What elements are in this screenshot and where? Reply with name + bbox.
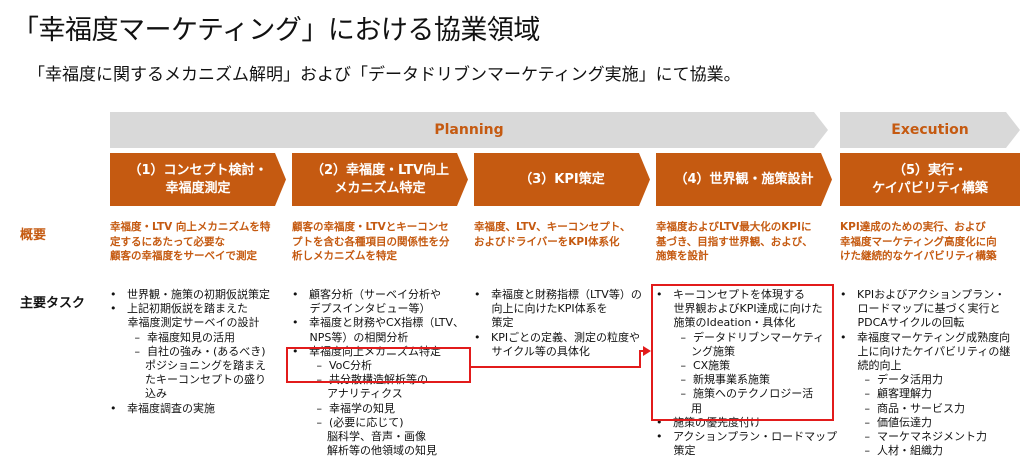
task-item: • 幸福度と財務やCX指標（LTV、 xyxy=(292,316,465,330)
task-item: サイクル等の具体化 xyxy=(474,344,590,358)
overview-text-2: 顧客の幸福度・LTVとキーコンセ プトを含む各種項目の関係性を分 析しメカニズム… xyxy=(292,221,450,262)
task-item: 解析等の他領域の知見 xyxy=(292,444,437,458)
overview-row-label: 概要 xyxy=(20,228,47,243)
task-item: – (必要に応じて) xyxy=(292,415,404,429)
overview-text-3: 幸福度、LTV、キーコンセプト、 およびドライバーをKPI体系化 xyxy=(474,221,631,248)
task-item: 策定 xyxy=(474,316,514,330)
task-item: 脳科学、音声・画像 xyxy=(292,430,426,444)
task-item: 幸福度測定サーベイの設計 xyxy=(110,316,260,330)
page-title: 「幸福度マーケティング」における協業領域 xyxy=(12,15,540,46)
task-list-3: • 幸福度と財務指標（LTV等）の 向上に向けたKPI体系を 策定• KPIごと… xyxy=(474,288,654,359)
task-item: • 幸福度と財務指標（LTV等）の xyxy=(474,288,642,301)
task-item: 上に向けたケイパビリティの継 xyxy=(840,344,1011,358)
task-list-5: • KPIおよびアクションプラン・ ロードマップに基づく実行と PDCAサイクル… xyxy=(840,288,1022,458)
task-item: たキーコンセプトの盛り xyxy=(110,373,266,387)
phase-2-box: （2）幸福度・LTV向上 メカニズム特定 xyxy=(292,153,468,206)
task-item: – 幸福度知見の活用 xyxy=(110,330,235,344)
page-subtitle: 「幸福度に関するメカニズム解明」および「データドリブンマーケティング実施」にて協… xyxy=(28,65,741,85)
task-item: • アクションプラン・ロードマップ xyxy=(656,430,838,444)
task-item: • 幸福度調査の実施 xyxy=(110,401,215,415)
task-item: • KPIごとの定義、測定の粒度や xyxy=(474,330,640,344)
task-item: 向上に向けたKPI体系を xyxy=(474,302,608,316)
planning-band: Planning xyxy=(110,112,828,148)
task-item: 続的向上 xyxy=(840,359,902,373)
phase-4-box: （4）世界観・施策設計 xyxy=(656,153,832,206)
voc-highlight-box xyxy=(286,347,471,383)
task-item: ング施策 xyxy=(656,344,735,358)
task-item: • キーコンセプトを体現する xyxy=(656,288,805,301)
task-item: 世界観およびKPI達成に向けた xyxy=(656,302,823,316)
task-item: アナリティクス xyxy=(292,387,403,401)
task-item: – 人材・組織力 xyxy=(840,444,943,458)
task-item: ポジショニングを踏まえ xyxy=(110,359,266,373)
phase-5-box: （5）実行・ ケイパビリティ構築 xyxy=(840,153,1020,206)
overview-text-1: 幸福度・LTV 向上メカニズムを特 定するにあたって必要な 顧客の幸福度をサーベ… xyxy=(110,221,271,262)
task-item: 用 xyxy=(656,401,702,415)
task-item: 施策のIdeation・具体化 xyxy=(656,316,796,330)
task-item: – 商品・サービス力 xyxy=(840,401,965,415)
task-item: 策定 xyxy=(656,444,696,458)
task-item: NPS等）の相関分析 xyxy=(292,330,409,344)
task-item: デプスインタビュー等） xyxy=(292,302,431,316)
task-item: • KPIおよびアクションプラン・ xyxy=(840,288,1006,301)
task-item: • 幸福度マーケティング成熟度向 xyxy=(840,330,1011,344)
task-item: – VoC分析 xyxy=(292,359,373,373)
task-item: – 顧客理解力 xyxy=(840,387,932,401)
task-item: – 幸福学の知見 xyxy=(292,401,395,415)
phase-3-box: （3）KPI策定 xyxy=(474,153,650,206)
task-item: • 上記初期仮説を踏まえた xyxy=(110,302,248,316)
task-item: – 新規事業系施策 xyxy=(656,373,770,387)
task-item: – データドリブンマーケティ xyxy=(656,330,825,344)
execution-band: Execution xyxy=(840,112,1020,148)
overview-text-4: 幸福度およびLTV最大化のKPIに 基づき、目指す世界観、および、 施策を設計 xyxy=(656,221,813,262)
tasks-row-label: 主要タスク xyxy=(20,296,86,311)
task-list-1: • 世界観・施策の初期仮説策定• 上記初期仮説を踏まえた 幸福度測定サーベイの設… xyxy=(110,288,290,416)
task-item: ロードマップに基づく実行と xyxy=(840,302,1001,316)
task-item: – 価値伝達力 xyxy=(840,415,932,429)
task-item: – 施策へのテクノロジー活 xyxy=(656,387,814,401)
task-item: – マーケマネジメント力 xyxy=(840,430,987,444)
task-item: 込み xyxy=(110,387,167,401)
task-list-4: • キーコンセプトを体現する 世界観およびKPI達成に向けた 施策のIdeati… xyxy=(656,288,838,458)
task-item: PDCAサイクルの回転 xyxy=(840,316,965,330)
measures-highlight-box xyxy=(651,284,834,421)
task-item: – CX施策 xyxy=(656,359,731,373)
task-item: – データ活用力 xyxy=(840,373,943,387)
task-item: – 自社の強み・(あるべき) xyxy=(110,344,266,358)
phase-1-box: （1）コンセプト検討・ 幸福度測定 xyxy=(110,153,286,206)
overview-text-5: KPI達成のための実行、および 幸福度マーケティング高度化に向 けた継続的なケイ… xyxy=(840,221,997,262)
task-item: • 世界観・施策の初期仮説策定 xyxy=(110,288,270,301)
task-item: • 顧客分析（サーベイ分析や xyxy=(292,288,441,301)
